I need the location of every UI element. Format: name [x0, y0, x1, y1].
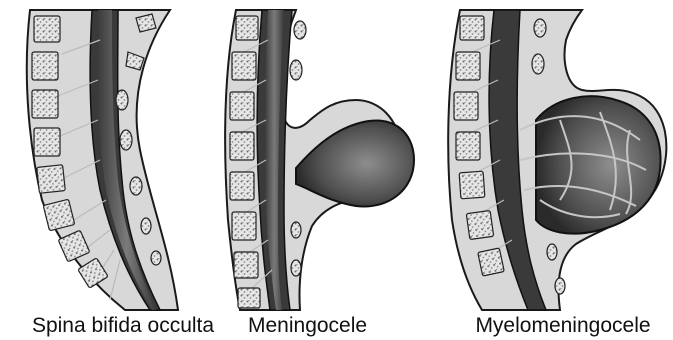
caption-meningocele: Meningocele: [248, 312, 360, 340]
panel-occulta: [27, 10, 178, 310]
caption-myelomeningocele: Myelomeningocele: [470, 312, 656, 340]
panel-meningocele: [225, 10, 414, 310]
panel-myelomeningocele: [448, 10, 666, 310]
caption-spina-bifida-occulta: Spina bifida occulta: [20, 312, 226, 340]
